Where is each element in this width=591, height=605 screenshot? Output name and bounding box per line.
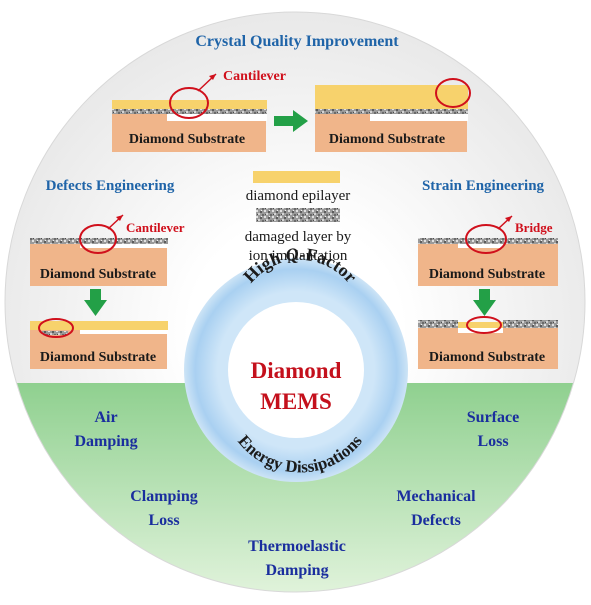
- clamping-loss-line2: Loss: [148, 512, 179, 529]
- substrate-label: Diamond Substrate: [429, 350, 545, 365]
- defects-before-schematic: Diamond Substrate Cantilever: [30, 214, 185, 286]
- dissipation-labels: Air Damping Surface Loss Clamping Loss M…: [74, 409, 519, 579]
- epilayer-swatch: [253, 171, 340, 183]
- substrate-label: Diamond Substrate: [40, 350, 156, 365]
- thermoelastic-damping-line2: Damping: [265, 562, 328, 579]
- highlight-circle: [38, 318, 74, 338]
- substrate-label: Diamond Substrate: [129, 132, 245, 147]
- damaged-layer-swatch: [256, 208, 340, 222]
- air-damping-line2: Damping: [74, 433, 137, 450]
- defects-after-schematic: Diamond Substrate: [30, 318, 168, 369]
- highlight-circle: [466, 316, 502, 334]
- thermoelastic-damping-line1: Thermoelastic: [248, 538, 346, 555]
- cantilever-label: Cantilever: [126, 220, 185, 235]
- damaged-legend-line2: ion implantation: [249, 248, 348, 264]
- substrate-label: Diamond Substrate: [329, 132, 445, 147]
- epilayer-legend-label: diamond epilayer: [246, 188, 351, 204]
- cantilever-label: Cantilever: [223, 69, 286, 84]
- mechanical-defects-line2: Defects: [411, 512, 461, 529]
- surface-loss-line1: Surface: [467, 409, 519, 426]
- clamping-loss-line1: Clamping: [130, 488, 198, 505]
- center-title-line1: Diamond: [251, 358, 342, 383]
- strain-before-schematic: Diamond Substrate Bridge: [418, 215, 558, 286]
- strain-engineering-title: Strain Engineering: [422, 178, 545, 194]
- crystal-after-schematic: Diamond Substrate: [315, 78, 471, 152]
- highlight-circle: [169, 87, 209, 119]
- crystal-before-schematic: Diamond Substrate Cantilever: [112, 69, 286, 152]
- substrate-label: Diamond Substrate: [40, 267, 156, 282]
- legend: diamond epilayer damaged layer by ion im…: [245, 171, 352, 264]
- down-arrow-icon: [473, 289, 496, 316]
- crystal-quality-title: Crystal Quality Improvement: [195, 33, 399, 50]
- right-arrow-icon: [274, 110, 308, 132]
- substrate-label: Diamond Substrate: [429, 267, 545, 282]
- down-arrow-icon: [84, 289, 107, 316]
- highlight-circle: [435, 78, 471, 108]
- center-ring: [184, 258, 408, 482]
- mechanical-defects-line1: Mechanical: [396, 488, 476, 505]
- strain-after-schematic: Diamond Substrate: [418, 316, 558, 369]
- bridge-label: Bridge: [515, 220, 553, 235]
- air-damping-line1: Air: [94, 409, 117, 426]
- surface-loss-line2: Loss: [477, 433, 508, 450]
- highlight-circle: [465, 224, 507, 254]
- damaged-legend-line1: damaged layer by: [245, 229, 352, 245]
- center-title-line2: MEMS: [260, 389, 332, 414]
- highlight-circle: [79, 224, 117, 254]
- defects-engineering-title: Defects Engineering: [46, 178, 175, 194]
